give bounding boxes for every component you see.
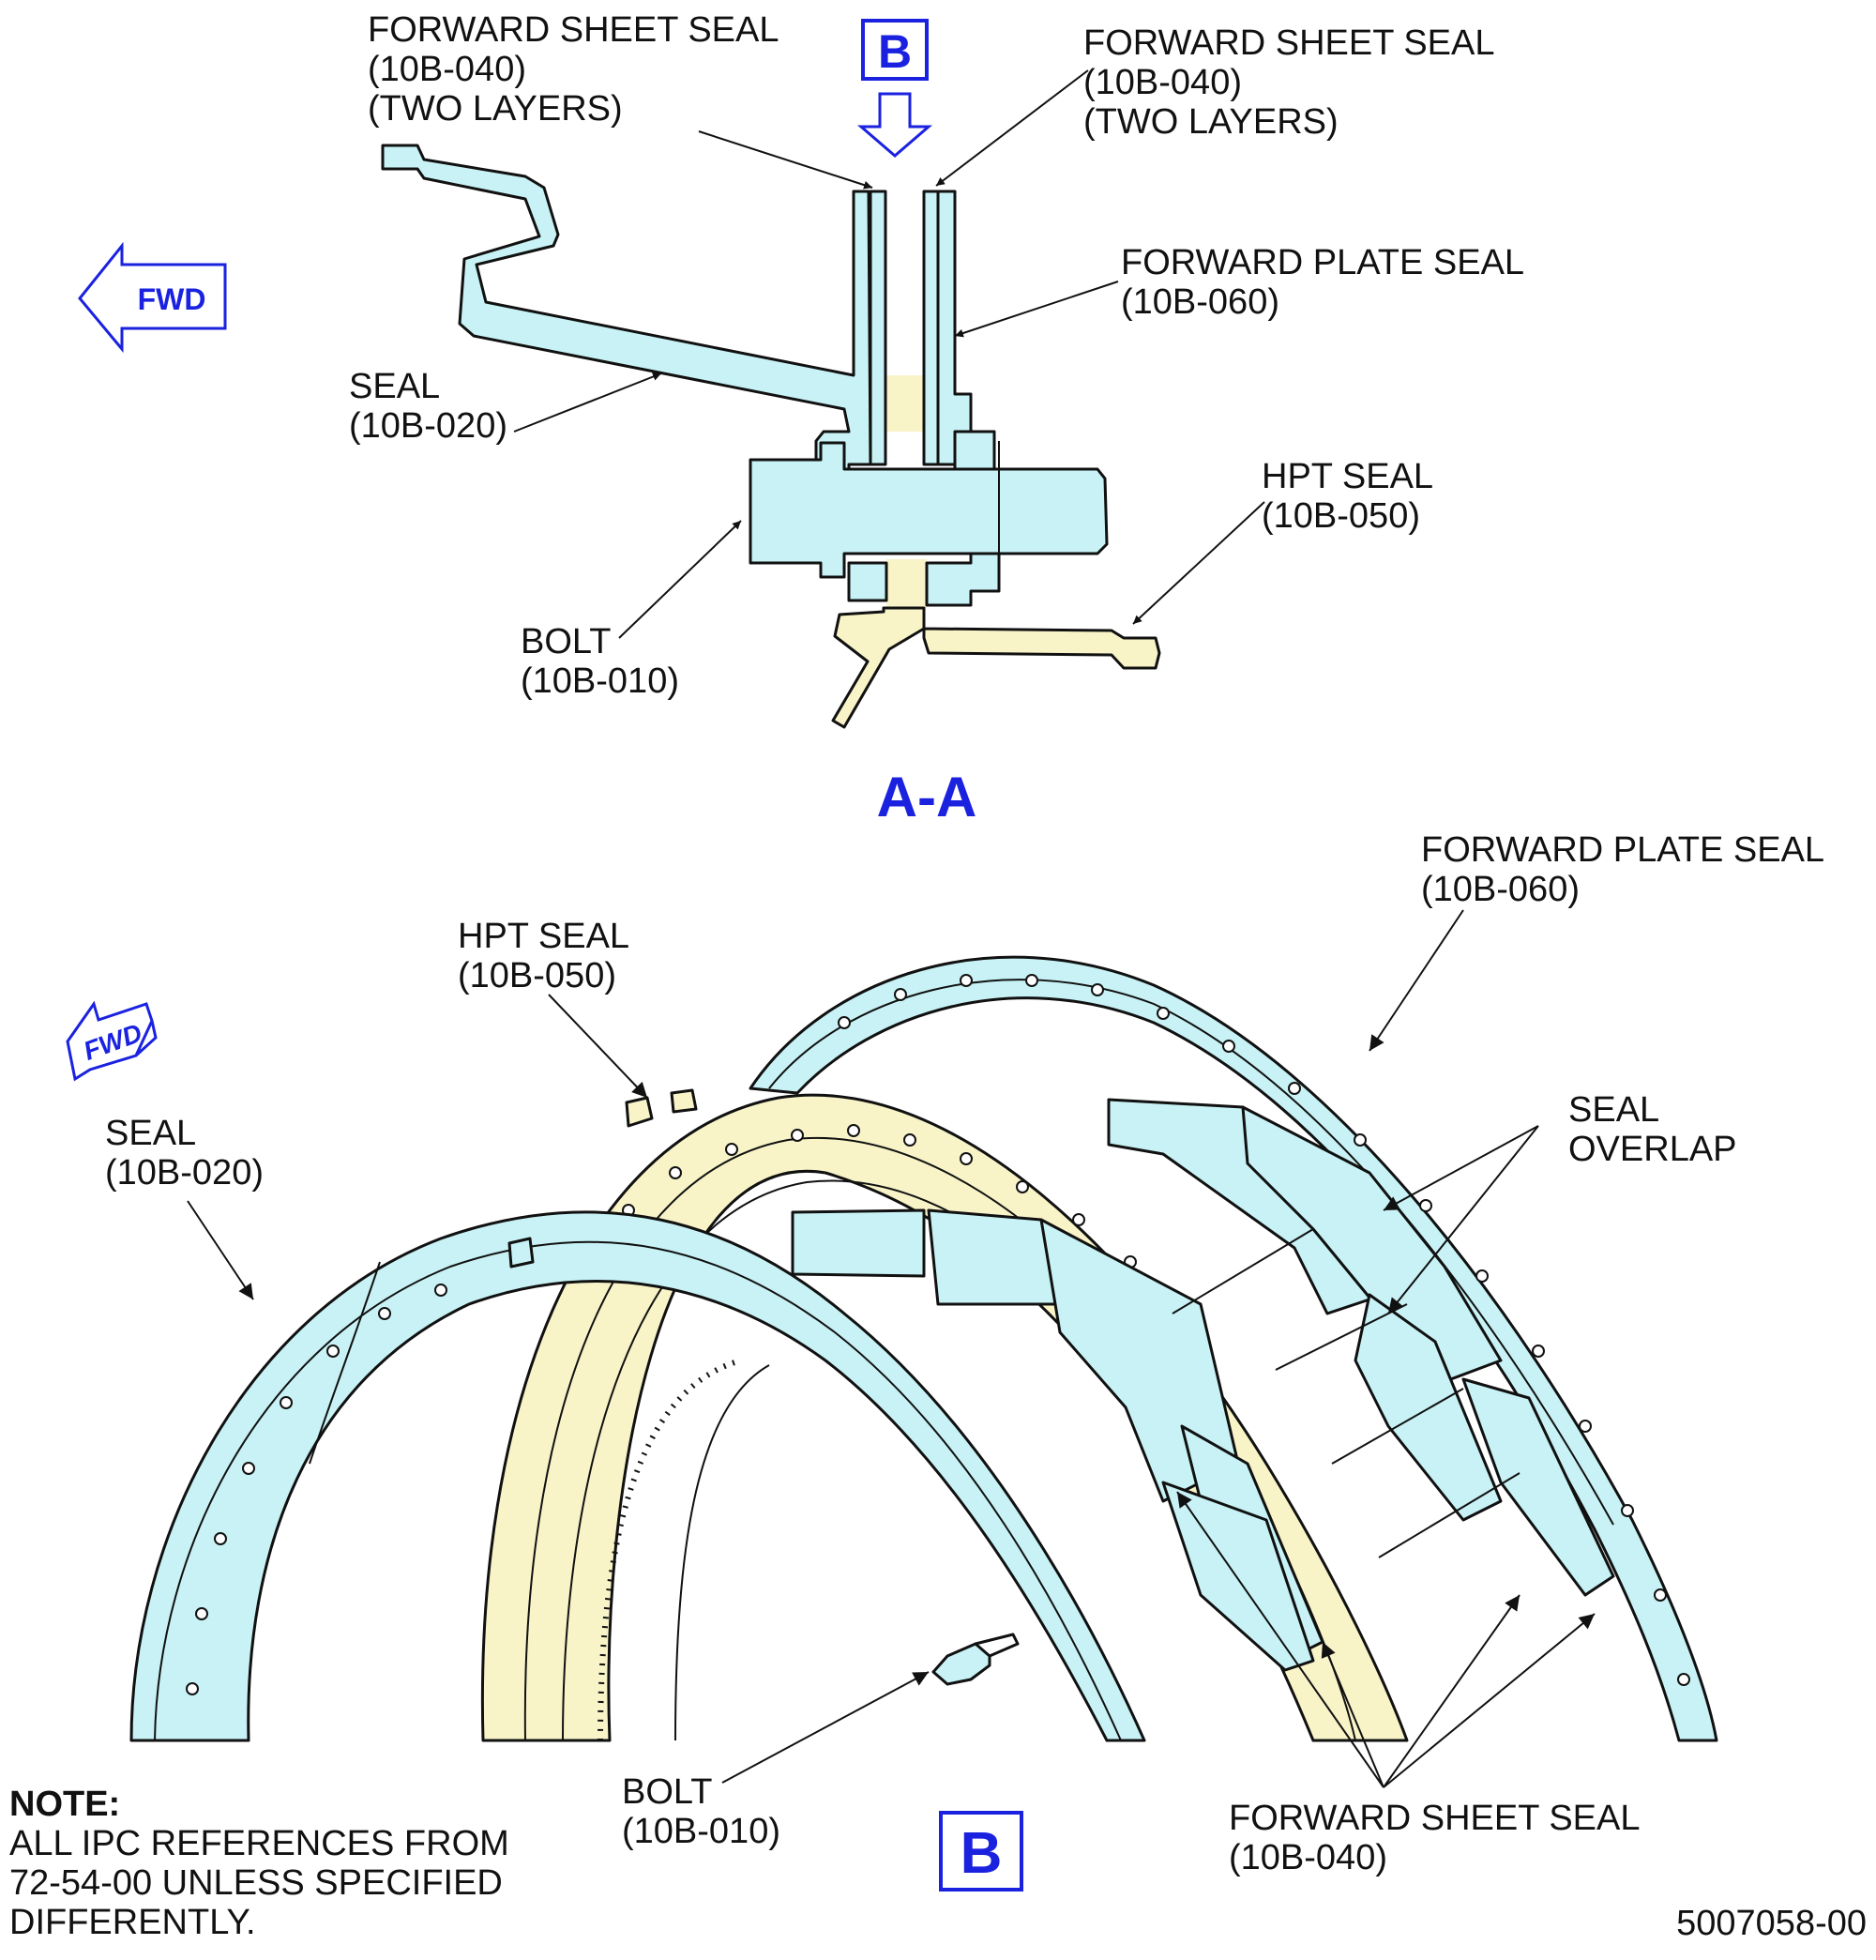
section-aa-title: A-A <box>877 766 977 828</box>
fss-left-section <box>869 190 887 466</box>
fss-segment <box>1354 1293 1503 1522</box>
b-overlap-label: SEAL OVERLAP <box>1568 1090 1737 1169</box>
forward-sheet-seal-segments <box>791 1098 1615 1672</box>
fps-label: FORWARD PLATE SEAL (10B-060) <box>1121 243 1533 322</box>
hpt-seal-section <box>831 375 1161 729</box>
figure-number: 5007058-00 <box>1676 1904 1867 1943</box>
fwd-3d-arrow-icon: FWD <box>66 1000 158 1082</box>
fss-left-label: FORWARD SHEET SEAL (10B-040) (TWO LAYERS… <box>368 10 788 129</box>
b-hpt-label: HPT SEAL (10B-050) <box>458 917 638 995</box>
fss-segment <box>927 1208 1062 1306</box>
note-block: NOTE: ALL IPC REFERENCES FROM 72-54-00 U… <box>9 1785 519 1942</box>
section-aa: FWD B <box>78 10 1533 828</box>
note-heading: NOTE: <box>9 1785 120 1824</box>
fss-segment <box>791 1208 926 1278</box>
b-fps-label: FORWARD PLATE SEAL (10B-060) <box>1421 830 1833 909</box>
note-text: ALL IPC REFERENCES FROM 72-54-00 UNLESS … <box>9 1824 519 1942</box>
aa-leaders <box>513 69 1265 639</box>
b-bolt-label: BOLT (10B-010) <box>622 1772 780 1851</box>
view-b-title: B <box>939 1811 1023 1892</box>
view-b-indicator: B <box>856 19 933 158</box>
fss-segment <box>1461 1377 1615 1597</box>
bolt-label: BOLT (10B-010) <box>521 622 679 701</box>
hpt-seal-label: HPT SEAL (10B-050) <box>1262 457 1442 536</box>
fps-section <box>936 190 987 471</box>
seal-label: SEAL (10B-020) <box>349 367 507 446</box>
b-fss-label: FORWARD SHEET SEAL (10B-040) <box>1229 1799 1649 1877</box>
b-seal-label: SEAL (10B-020) <box>105 1114 264 1193</box>
view-ref-label: B <box>878 25 912 78</box>
fps-ring <box>749 955 1718 1742</box>
fss-right-section <box>922 190 940 466</box>
fwd-arrow-icon: FWD <box>78 241 227 354</box>
view-direction-arrow-icon <box>856 92 933 158</box>
bolt-part <box>931 1633 1020 1686</box>
bolt-section <box>749 430 1109 607</box>
fss-right-label: FORWARD SHEET SEAL (10B-040) (TWO LAYERS… <box>1083 23 1504 142</box>
view-b-title-text: B <box>961 1821 1003 1886</box>
fwd-label: FWD <box>138 282 206 316</box>
seal-ring <box>129 1210 1146 1742</box>
b-leaders <box>187 909 1596 1788</box>
view-b: FWD <box>66 830 1833 1892</box>
